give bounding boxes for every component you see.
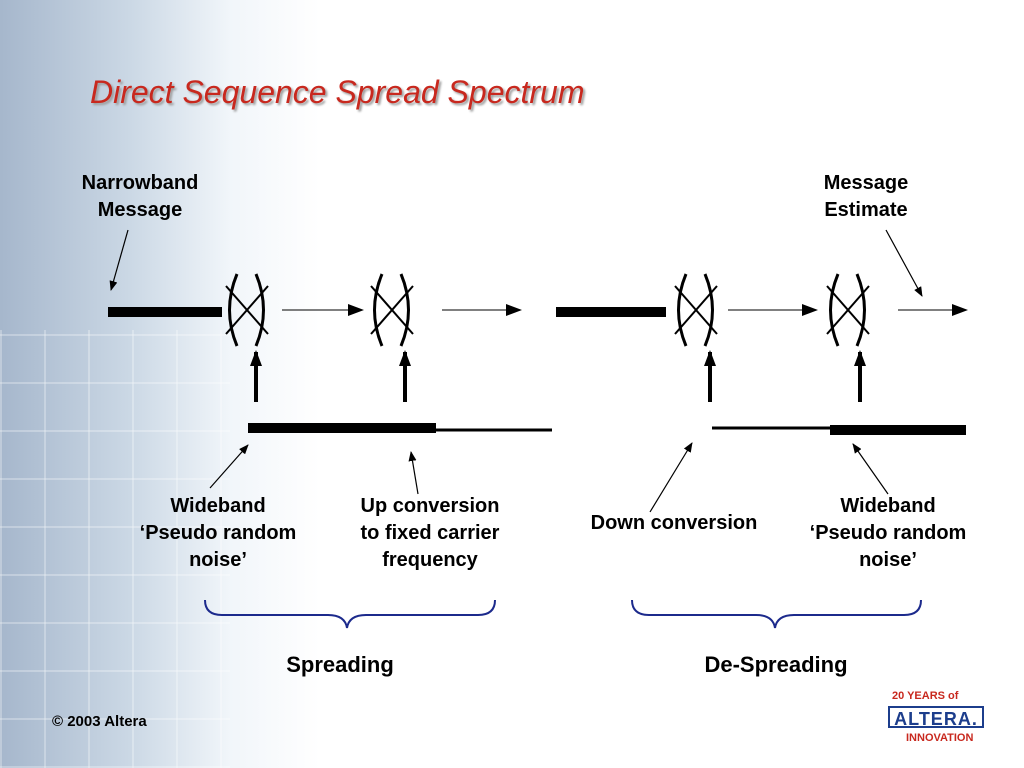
logo-years-text: 20 YEARS of: [892, 690, 959, 702]
altera-logo: 20 YEARS of ALTERA. INNOVATION: [884, 690, 992, 750]
mixer-spreading-1: [225, 273, 269, 347]
mixer-downconversion: [674, 273, 718, 347]
mixer-upconversion: [370, 273, 414, 347]
slide-title: Direct Sequence Spread Spectrum: [90, 74, 585, 110]
down-conversion-label: Down conversion: [590, 512, 758, 534]
wideband-pn-label-left: Wideband ‘Pseudo random noise’: [139, 495, 297, 571]
narrowband-message-label: Narrowband Message: [81, 172, 199, 221]
spreading-brace: [204, 599, 496, 629]
despreading-brace: [631, 599, 922, 629]
signal-path: [108, 304, 968, 317]
mixer-despreading: [826, 273, 870, 347]
spreading-label: Spreading: [286, 652, 394, 677]
logo-brand-text: ALTERA.: [888, 706, 984, 729]
mixer-input-arrows: [250, 350, 866, 402]
logo-tagline-text: INNOVATION: [906, 732, 974, 744]
source-signal-lines: [248, 423, 966, 435]
despreading-label: De-Spreading: [704, 652, 848, 677]
wideband-pn-label-right: Wideband ‘Pseudo random noise’: [809, 495, 967, 571]
message-estimate-label: Message Estimate: [823, 172, 909, 221]
callout-pointers: [109, 229, 923, 513]
up-conversion-label: Up conversion to fixed carrier frequency: [360, 495, 500, 571]
copyright-text: © 2003 Altera: [52, 713, 147, 730]
background-texture: [0, 330, 230, 768]
